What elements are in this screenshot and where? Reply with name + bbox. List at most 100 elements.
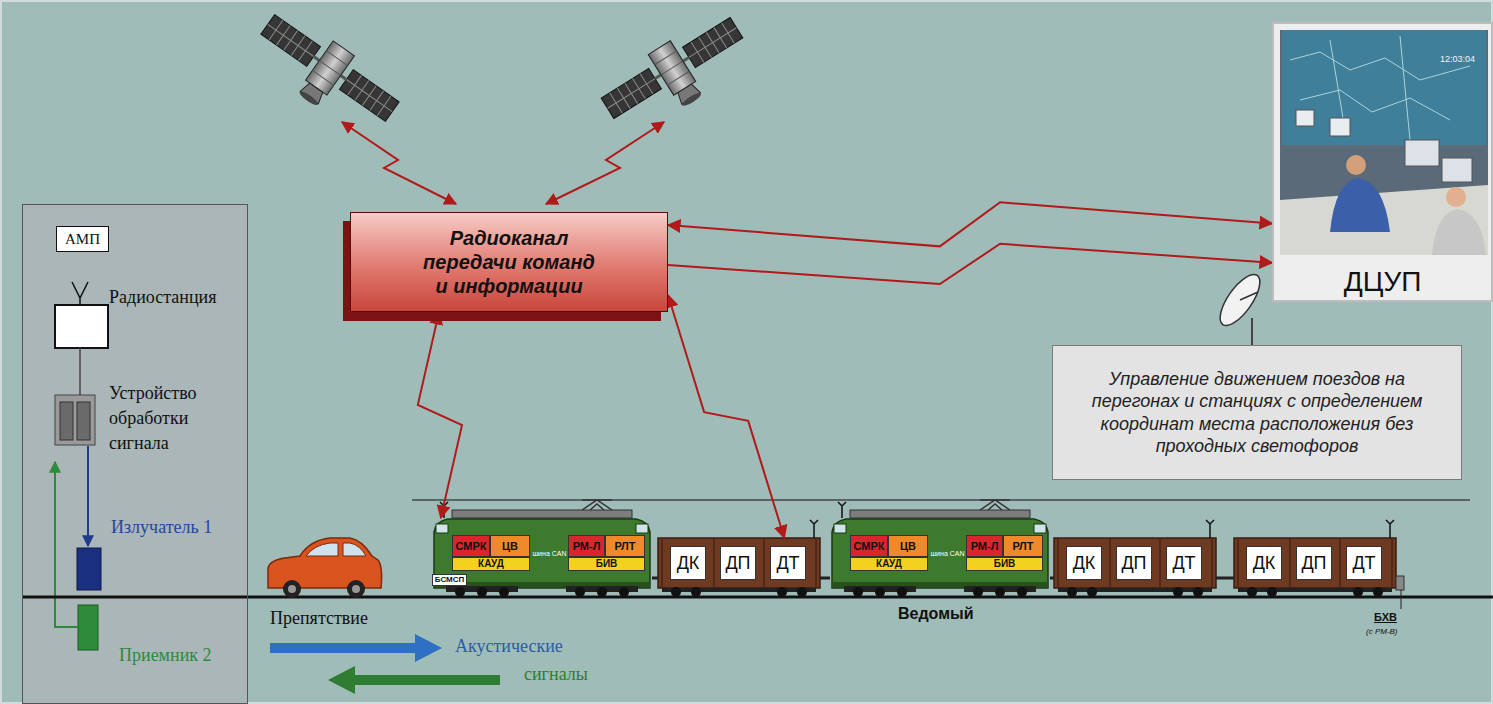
satellite-link <box>546 122 664 204</box>
unit-label: БХВ <box>1374 611 1397 623</box>
tail-unit <box>1396 576 1404 590</box>
control-center-photo <box>1405 140 1439 166</box>
satellite-dish <box>1213 269 1267 332</box>
device-panel-art <box>60 402 73 440</box>
satellite <box>595 7 758 142</box>
radio-link <box>668 202 1272 246</box>
satellite-dish <box>1251 318 1253 345</box>
obstacle-label: Препятствие <box>270 608 368 629</box>
unit-cell: РЛТ <box>1003 535 1043 557</box>
control-center-photo <box>1442 158 1472 182</box>
device-panel-art <box>22 204 248 704</box>
unit-cell: ДП <box>1296 546 1332 580</box>
satellite-dish <box>1240 292 1258 300</box>
unit-cell: РМ-Л <box>568 535 605 557</box>
box-label: Радиоканал передачи команд и информации <box>420 226 598 298</box>
unit-cell: ДК <box>670 546 706 580</box>
unit-cell: ДК <box>1246 546 1282 580</box>
callout-text: Управление движением поездов на перегона… <box>1071 368 1443 458</box>
unit-cell: КАУД <box>452 557 530 571</box>
wagon <box>658 520 820 597</box>
acoustic-arrow <box>270 634 442 662</box>
unit-cell: БИВ <box>568 557 645 571</box>
device-panel-art <box>55 395 95 445</box>
control-center-photo <box>1272 22 1493 302</box>
device-panel-art <box>55 462 78 627</box>
car-obstacle <box>347 580 365 598</box>
control-center-photo <box>1330 118 1350 136</box>
device-panel-art <box>77 402 90 440</box>
unit-cell: СМРК <box>452 535 490 557</box>
radio-link <box>418 312 462 518</box>
unit-cell: РЛТ <box>605 535 645 557</box>
unit-cell: ДТ <box>770 546 806 580</box>
wagon-body: ДК ДП ДТ <box>658 538 820 588</box>
control-center-frame: ДЦУП <box>1272 22 1493 302</box>
amp-box: АМП <box>56 226 109 252</box>
box-label: ДЦУП <box>1274 264 1491 300</box>
signal-label: сигналы <box>524 664 588 685</box>
car-obstacle <box>288 585 296 593</box>
control-center-photo <box>1280 30 1488 255</box>
locomotive-body: СМРКЦВшина CANРМ-ЛРЛТКАУДБИВ <box>830 518 1050 590</box>
device-panel-art <box>55 305 108 348</box>
part-label: Радиостанция <box>109 287 216 308</box>
device-panel-art <box>77 548 101 590</box>
satellite-dish <box>1213 269 1267 345</box>
unit-cell: ДП <box>720 546 756 580</box>
control-center-photo <box>1446 187 1466 207</box>
radio-link <box>668 295 784 538</box>
device-panel-art <box>87 446 89 546</box>
part-label: Устройство обработки сигнала <box>109 381 231 457</box>
wagon <box>1054 520 1216 597</box>
box-label: АМП <box>65 231 100 248</box>
car-obstacle <box>306 543 366 556</box>
control-center-photo <box>1290 36 1470 140</box>
wagon-body: ДК ДП ДТ <box>1234 538 1396 588</box>
radio-link <box>668 244 1272 284</box>
device-panel-art <box>72 282 88 305</box>
connectors <box>418 202 1272 538</box>
car-obstacle <box>268 538 382 588</box>
car-obstacle <box>268 538 382 598</box>
device-panel-art <box>22 204 248 704</box>
clock-text: 12:03:04 <box>1440 54 1475 64</box>
unit-cell: шина CAN <box>929 548 966 558</box>
coupler <box>652 577 1234 580</box>
unit-cell: ЦВ <box>888 535 928 557</box>
locomotive <box>434 500 650 597</box>
control-center-photo <box>1432 209 1486 255</box>
unit-cell: ДП <box>1116 546 1152 580</box>
catenary-wire <box>412 499 1470 500</box>
car-obstacle <box>352 585 360 593</box>
leader-line <box>1401 590 1402 609</box>
device-panel-art <box>78 605 98 650</box>
satellite <box>245 5 406 145</box>
control-center-photo <box>1330 178 1390 232</box>
part-label: Излучатель 1 <box>111 517 212 538</box>
wagon <box>1234 520 1396 597</box>
locomotive-body: СМРКЦВшина CANРМ-ЛРЛТКАУДБИВБСМСП <box>432 518 652 590</box>
callout-box: Управление движением поездов на перегона… <box>1052 345 1462 480</box>
unit-cell: ДК <box>1066 546 1102 580</box>
control-center-photo <box>1346 155 1366 175</box>
acoustic-arrow <box>328 666 500 694</box>
unit-cell: ДТ <box>1346 546 1382 580</box>
train-role-label: Ведомый <box>898 605 974 623</box>
unit-cell: БИВ <box>966 557 1043 571</box>
device-panel-art <box>79 348 81 395</box>
part-label: Приемник 2 <box>119 645 212 666</box>
locomotive <box>832 500 1048 597</box>
control-center-photo <box>1272 22 1493 302</box>
unit-cell: БСМСП <box>432 574 467 586</box>
control-center-photo <box>1282 30 1486 145</box>
radio-channel-box: Радиоканал передачи команд и информации <box>350 212 668 312</box>
car-obstacle <box>283 580 301 598</box>
unit-cell: шина CAN <box>531 548 568 558</box>
